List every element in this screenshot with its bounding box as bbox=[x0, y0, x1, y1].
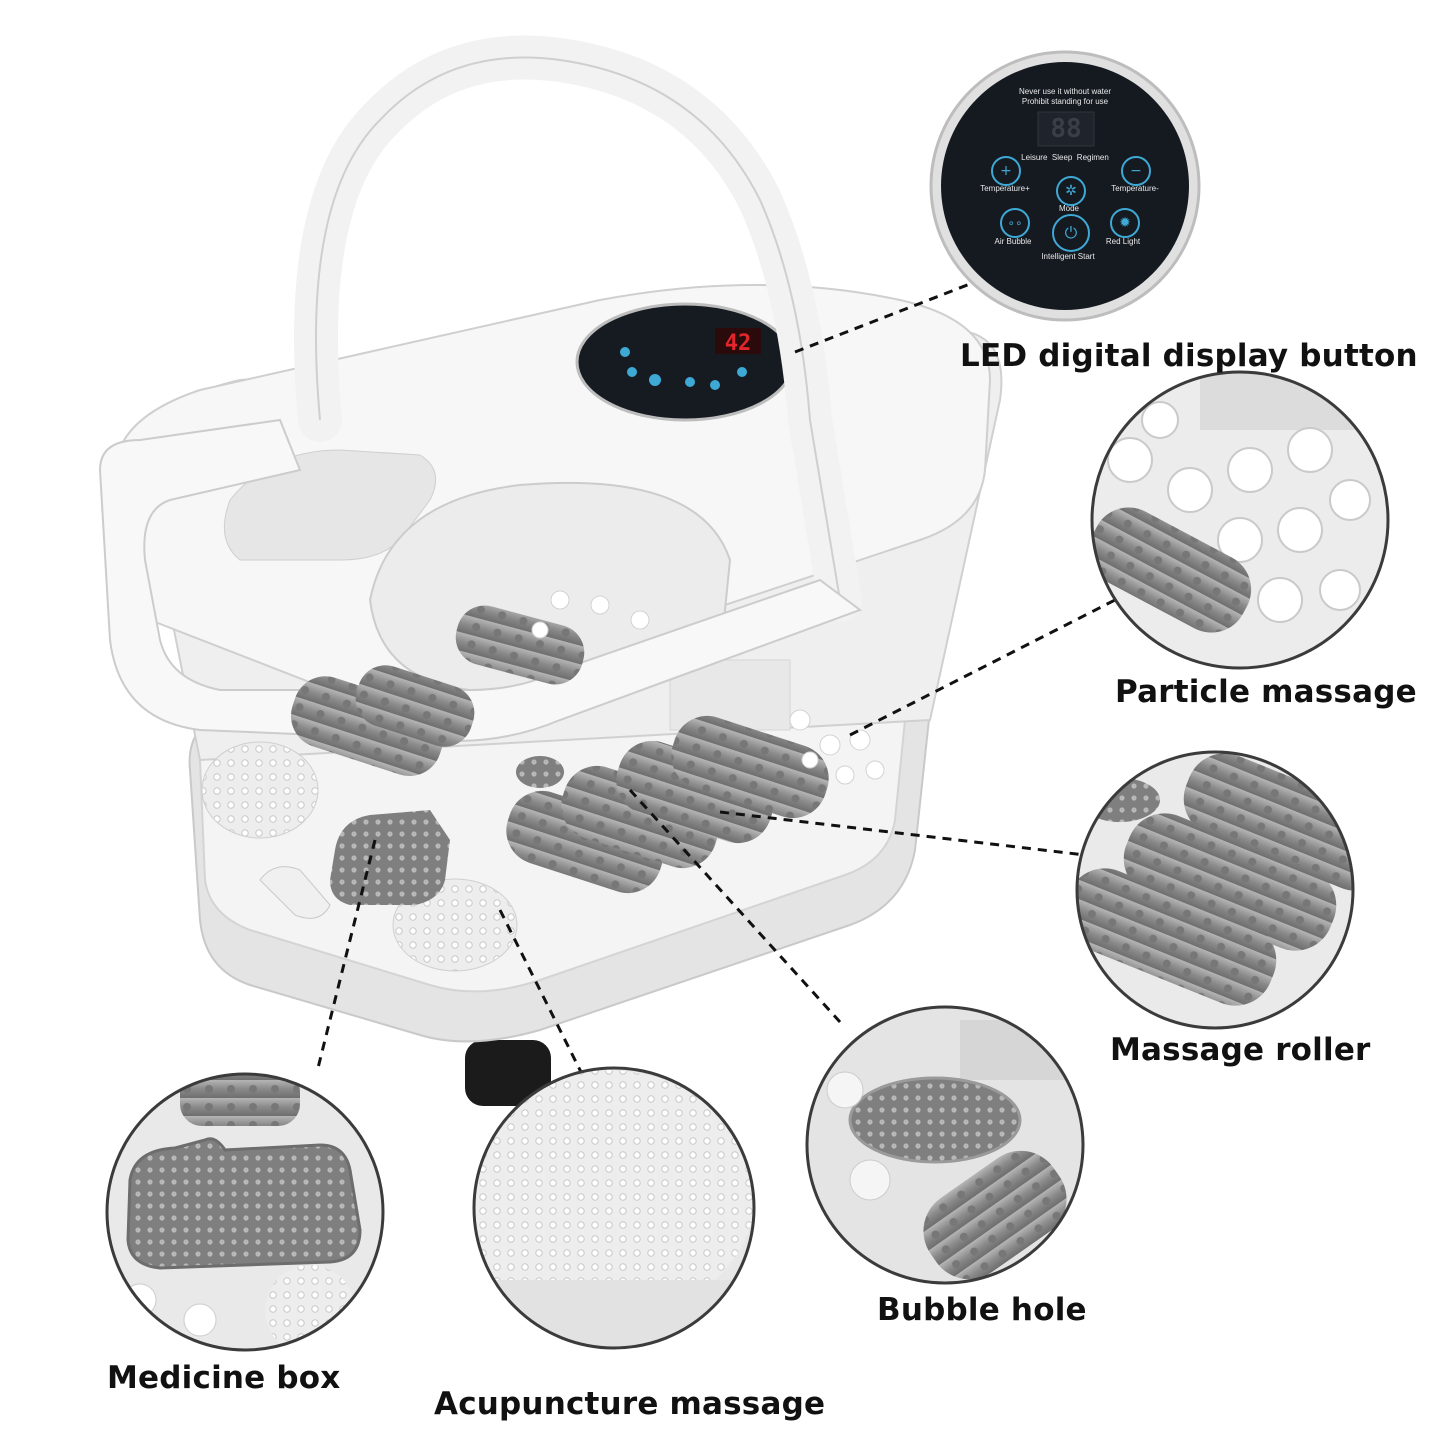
label-bubble-hole: Bubble hole bbox=[877, 1292, 1087, 1328]
temperature-plus-button[interactable]: + bbox=[991, 156, 1021, 186]
medicine-box bbox=[330, 810, 450, 905]
red-light-button[interactable]: ✹ bbox=[1110, 208, 1140, 238]
label-massage-roller: Massage roller bbox=[1110, 1032, 1371, 1068]
temperature-plus-label: Temperature+ bbox=[980, 184, 1030, 193]
lid-display-digits: 42 bbox=[725, 331, 752, 356]
mode-sleep: Sleep bbox=[1051, 153, 1073, 162]
bubble-hole bbox=[516, 756, 564, 788]
detail-circle-bubble-border bbox=[805, 1005, 1085, 1285]
detail-circle-medicine-border bbox=[105, 1072, 385, 1352]
acupuncture-pad-left bbox=[201, 741, 319, 839]
panel-warning: Never use it without water Prohibit stan… bbox=[1000, 87, 1130, 107]
panel-mode-labels: Leisure Sleep Regimen bbox=[1005, 153, 1125, 162]
red-light-label: Red Light bbox=[1105, 237, 1141, 246]
panel-display: 88 bbox=[1050, 114, 1082, 144]
air-bubble-label: Air Bubble bbox=[994, 237, 1032, 246]
lid-panel-icons bbox=[620, 347, 747, 390]
detail-circle-acupuncture-border bbox=[472, 1066, 756, 1350]
detail-circle-roller-border bbox=[1075, 750, 1355, 1030]
panel-warning-line1: Never use it without water bbox=[1018, 87, 1112, 96]
label-particle-massage: Particle massage bbox=[1115, 674, 1417, 710]
detail-circle-particle-border bbox=[1090, 370, 1390, 670]
panel-warning-line2: Prohibit standing for use bbox=[1021, 97, 1109, 106]
air-bubble-button[interactable]: ∘∘ bbox=[1000, 208, 1030, 238]
temperature-minus-button[interactable]: − bbox=[1121, 156, 1151, 186]
label-medicine-box: Medicine box bbox=[107, 1360, 341, 1396]
temperature-minus-label: Temperature- bbox=[1111, 184, 1159, 193]
mode-leisure: Leisure bbox=[1021, 153, 1048, 162]
mode-label: Mode bbox=[1058, 204, 1079, 213]
power-button[interactable]: ⏻ bbox=[1052, 214, 1090, 252]
detail-circle-medicine bbox=[107, 1074, 383, 1350]
leader-lines bbox=[316, 280, 1116, 1091]
label-led-display: LED digital display button bbox=[960, 338, 1418, 374]
intelligent-start-label: Intelligent Start bbox=[1041, 252, 1095, 261]
detail-circle-acupuncture bbox=[474, 1068, 754, 1348]
label-acupuncture-massage: Acupuncture massage bbox=[434, 1386, 826, 1422]
mode-button[interactable]: ✲ bbox=[1056, 176, 1086, 206]
particle-bumps bbox=[531, 590, 885, 785]
mode-regimen: Regimen bbox=[1076, 153, 1109, 162]
detail-circle-bubble bbox=[807, 1007, 1083, 1283]
detail-circle-particle bbox=[1092, 372, 1388, 668]
detail-circle-roller bbox=[1077, 752, 1353, 1028]
foot-spa-body: 42 bbox=[98, 35, 1003, 1106]
